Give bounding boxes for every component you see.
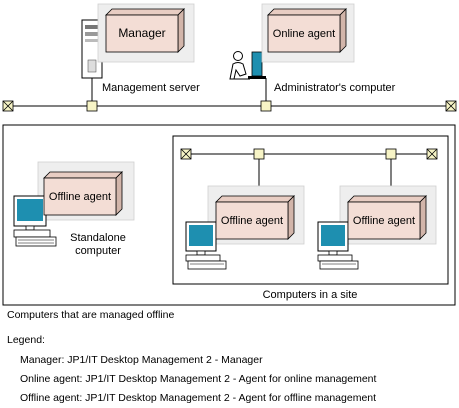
admin-computer-label: Administrator's computer bbox=[274, 82, 396, 94]
offline-area-caption: Computers that are managed offline bbox=[7, 309, 174, 321]
legend-item-manager: Manager: JP1/IT Desktop Management 2 - M… bbox=[20, 354, 263, 366]
legend-item-online-agent: Online agent: JP1/IT Desktop Management … bbox=[20, 373, 377, 385]
admin-network-node bbox=[260, 100, 272, 112]
manager-box-label: Manager bbox=[118, 26, 165, 40]
site-computer-2-icon bbox=[317, 221, 359, 270]
online-agent-box-label: Online agent bbox=[273, 28, 335, 40]
standalone-label-line2: computer bbox=[75, 245, 121, 257]
legend-title: Legend: bbox=[7, 334, 45, 346]
site-right-terminator bbox=[426, 148, 438, 160]
server-network-node bbox=[86, 100, 98, 112]
site-offline-agent-box-1: Offline agent bbox=[215, 195, 295, 240]
top-right-terminator bbox=[445, 100, 457, 112]
site-caption: Computers in a site bbox=[263, 289, 358, 301]
legend-item-offline-agent: Offline agent: JP1/IT Desktop Management… bbox=[20, 392, 377, 404]
site-offline-agent-label-2: Offline agent bbox=[353, 215, 415, 227]
site-node-2 bbox=[385, 148, 397, 160]
administrator-person-icon bbox=[229, 51, 266, 80]
management-server-label: Management server bbox=[102, 82, 200, 94]
site-node-1 bbox=[253, 148, 265, 160]
standalone-computer-icon bbox=[13, 195, 57, 247]
site-offline-agent-label-1: Offline agent bbox=[221, 215, 283, 227]
manager-box: Manager bbox=[105, 8, 185, 53]
top-left-terminator bbox=[2, 100, 14, 112]
standalone-offline-agent-box: Offline agent bbox=[43, 171, 123, 216]
offline-area-frame bbox=[2, 124, 456, 306]
standalone-offline-agent-label: Offline agent bbox=[49, 191, 111, 203]
standalone-label-line1: Standalone bbox=[70, 232, 126, 244]
online-agent-box: Online agent bbox=[267, 8, 347, 53]
site-left-terminator bbox=[180, 148, 192, 160]
site-offline-agent-box-2: Offline agent bbox=[347, 195, 427, 240]
site-frame bbox=[172, 135, 449, 285]
